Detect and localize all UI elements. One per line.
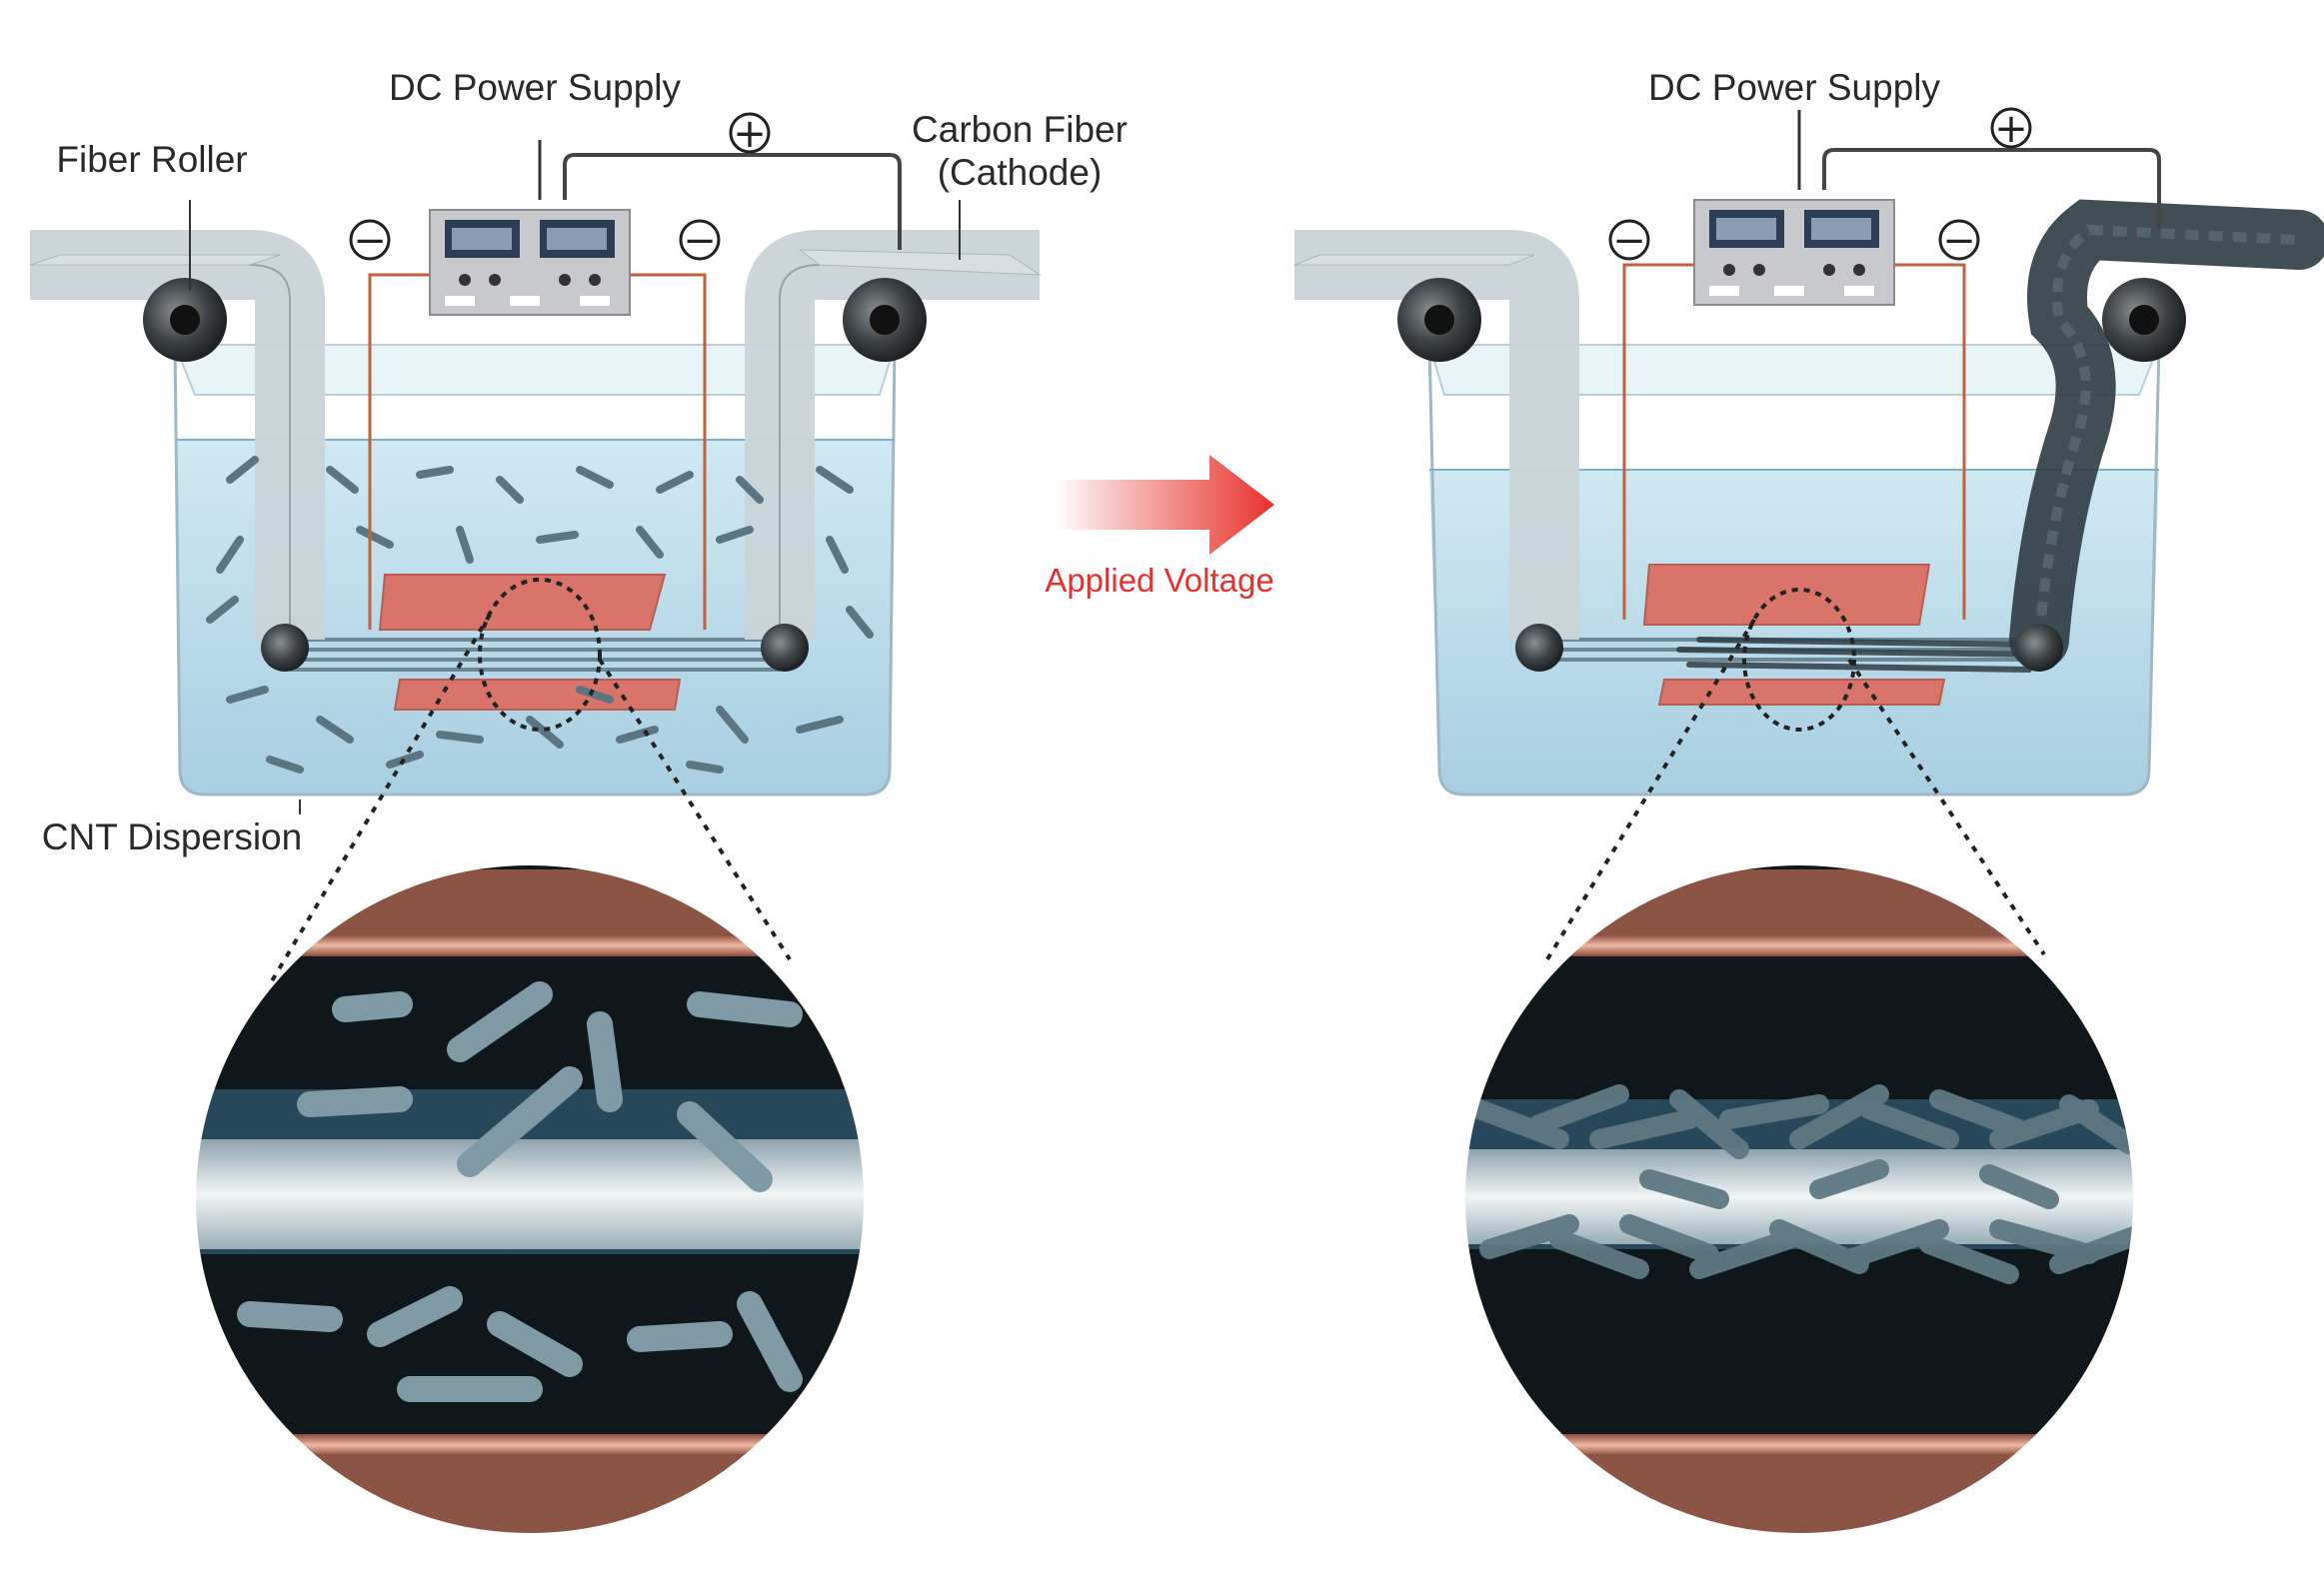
cnt-coating-magnified	[1469, 1084, 2134, 1284]
minus-sign-left: −	[353, 218, 387, 264]
carbon-fiber-magnified	[195, 1139, 865, 1249]
zoom-region-marker	[1742, 588, 1856, 732]
left-apparatus: − − +	[29, 111, 1042, 986]
cnt-magnified	[237, 981, 803, 1402]
roller-icon	[261, 624, 309, 672]
right-apparatus: − − +	[1293, 106, 2324, 966]
zoom-region-marker	[478, 578, 602, 732]
right-magnified-view	[1464, 864, 2134, 1534]
electrode-plate-top	[1642, 564, 1931, 626]
roller-icon	[761, 624, 809, 672]
dc-power-supply-label-right: DC Power Supply	[1648, 67, 1941, 108]
applied-voltage-label: Applied Voltage	[1045, 562, 1273, 599]
fiber-roller-label: Fiber Roller	[56, 139, 247, 180]
power-supply-icon	[429, 209, 631, 316]
roller-icon	[2015, 624, 2063, 672]
electrolyte-liquid	[1429, 470, 2159, 794]
right-arrow-icon	[1055, 455, 1274, 555]
electrode-plate-top	[378, 574, 667, 631]
minus-sign-right: −	[1942, 218, 1976, 264]
roller-icon	[1515, 624, 1563, 672]
cathode-label: (Cathode)	[938, 152, 1103, 193]
left-magnified-view	[195, 864, 865, 1534]
power-supply-icon	[1693, 199, 1895, 306]
carbon-fiber-label: Carbon Fiber	[912, 109, 1128, 150]
electrode-plate-bottom	[1657, 679, 1946, 706]
plus-sign: +	[1994, 106, 2028, 152]
minus-sign-left: −	[1612, 218, 1646, 264]
carbon-fiber-strands	[290, 638, 780, 672]
plus-sign: +	[733, 111, 767, 157]
cnt-dispersion-label: CNT Dispersion	[42, 816, 302, 857]
applied-voltage-arrow	[1055, 455, 1274, 555]
dc-power-supply-label-left: DC Power Supply	[389, 67, 682, 108]
minus-sign-right: −	[683, 218, 717, 264]
electrode-plate-bottom	[393, 679, 682, 711]
